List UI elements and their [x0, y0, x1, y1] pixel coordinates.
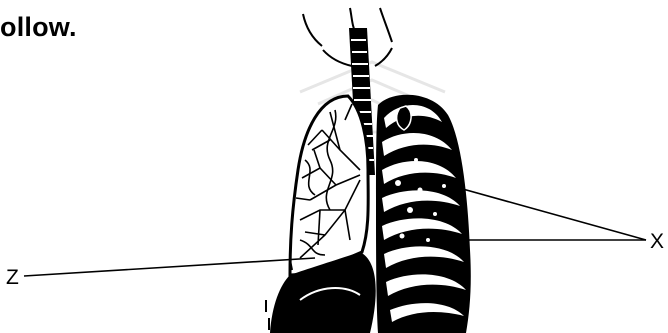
neck-outline — [303, 8, 392, 66]
pointer-z — [24, 258, 315, 276]
pointer-x-upper — [452, 186, 646, 240]
heart — [270, 252, 376, 333]
label-x: X — [650, 230, 664, 253]
lung — [290, 96, 368, 275]
label-z: Z — [6, 266, 19, 289]
ribcage — [376, 95, 471, 333]
